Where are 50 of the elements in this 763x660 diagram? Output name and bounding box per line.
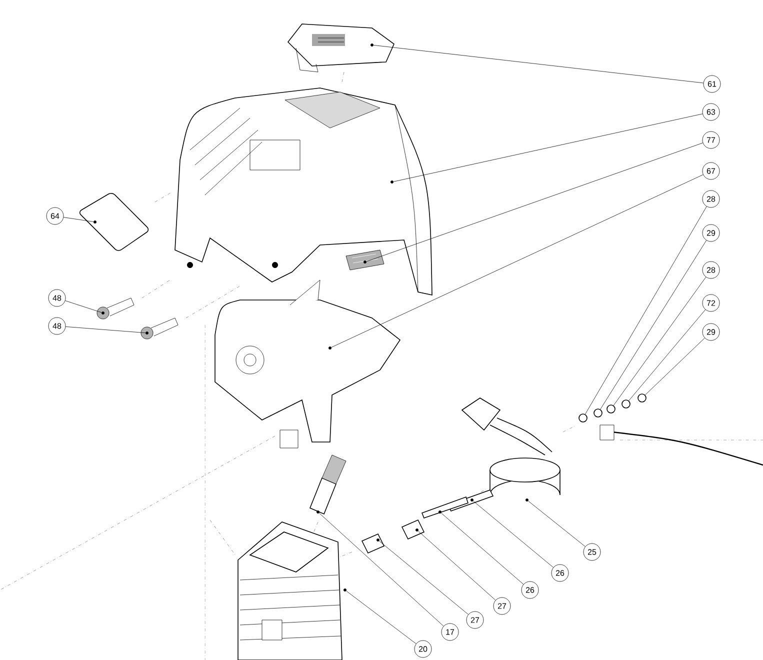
leader-line (379, 540, 468, 615)
callout-number: 27 (493, 597, 511, 615)
leader-line (418, 530, 496, 600)
washer-drawing (606, 404, 616, 414)
leader-line (63, 217, 94, 222)
leader-line (346, 590, 416, 644)
callout-number: 67 (702, 162, 720, 180)
decal-drawing (79, 192, 149, 251)
callout-number: 27 (466, 611, 484, 629)
callout-number: 72 (702, 294, 720, 312)
callout-number: 28 (702, 261, 720, 279)
washer-drawing (638, 394, 646, 402)
leader-line (585, 206, 707, 414)
washer-drawing (578, 414, 588, 422)
callout-number: 29 (702, 323, 720, 341)
leader-line (600, 240, 707, 410)
leader-line (528, 500, 586, 547)
callout-number: 63 (702, 103, 720, 121)
callout-number: 20 (414, 640, 432, 658)
washer-drawing (594, 408, 602, 418)
leader-line (628, 309, 706, 401)
callout-number: 26 (551, 564, 569, 582)
engine-shroud-drawing (174, 88, 432, 296)
screw-drawing (140, 318, 178, 340)
leader-line (473, 500, 554, 568)
washer-drawing (622, 400, 630, 408)
callout-number: 25 (583, 543, 601, 561)
leader-line (319, 512, 444, 626)
leader-line (644, 338, 705, 396)
callout-number: 64 (46, 207, 64, 225)
air-housing-drawing (214, 280, 400, 448)
leader-line (441, 512, 524, 584)
leader-line (374, 44, 704, 84)
callout-number: 17 (441, 623, 459, 641)
label-plate-drawing (346, 250, 384, 270)
leader-line (613, 276, 706, 406)
callout-number: 61 (703, 75, 721, 93)
callout-number: 28 (702, 190, 720, 208)
callout-number: 48 (48, 317, 66, 335)
callout-number: 29 (702, 224, 720, 242)
leader-line (65, 326, 146, 334)
cylinder-drawing (238, 522, 346, 660)
leader-line (65, 300, 102, 313)
leader-line (366, 142, 703, 262)
callout-number: 48 (48, 289, 66, 307)
callout-number: 77 (702, 131, 720, 149)
leader-line (331, 174, 704, 348)
callout-number: 26 (521, 581, 539, 599)
leader-line (393, 114, 703, 182)
screw-drawing (96, 298, 134, 320)
